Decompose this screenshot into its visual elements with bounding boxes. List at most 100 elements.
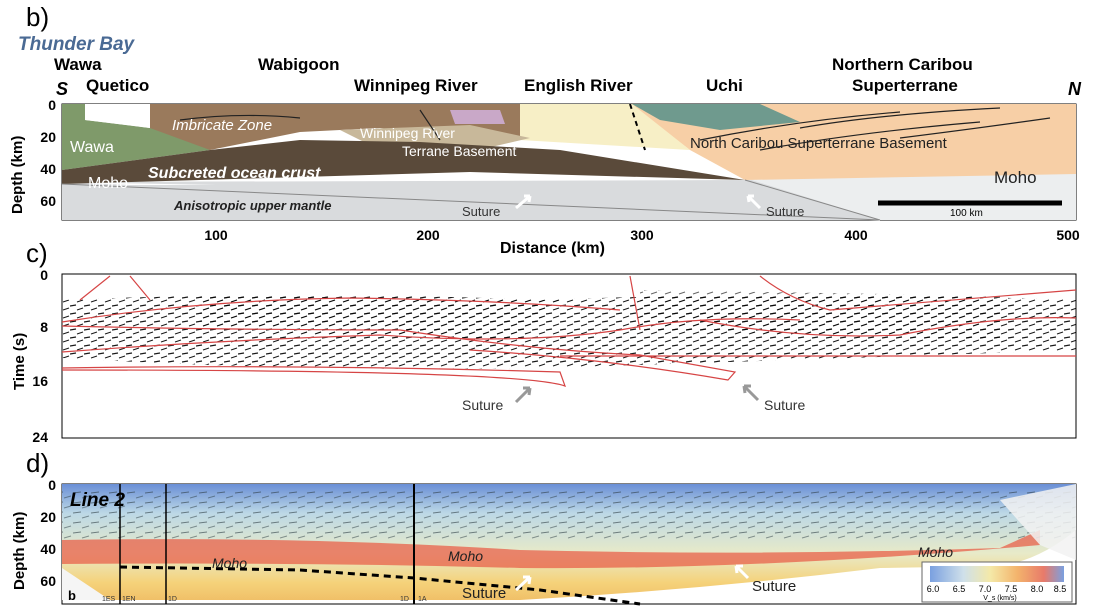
panel-d-moho-1: Moho: [212, 555, 247, 571]
colorbar-tick-7.0: 7.0: [979, 584, 992, 594]
terrane-quetico-label: Quetico: [86, 76, 149, 95]
panel-d-moho-2: Moho: [448, 548, 483, 564]
colorbar: 6.0 6.5 7.0 7.5 8.0 8.5 V_s (km/s): [921, 561, 1073, 603]
mantle-boundary-line: [61, 183, 881, 221]
panel-c-ytick-8: 8: [40, 319, 48, 335]
panel-b-xtick-500: 500: [1056, 227, 1080, 243]
north-marker: N: [1068, 79, 1082, 99]
velocity-left-shade: [62, 568, 110, 600]
panel-c-suture-1-arrow-icon: [514, 386, 532, 404]
suture-2-arrow-icon: [746, 194, 762, 210]
panel-c-ytick-24: 24: [32, 429, 48, 445]
mantle-label: Anisotropic upper mantle: [173, 198, 331, 213]
panel-c-y-axis: Time (s) 0 8 16 24: [11, 267, 48, 445]
ncs-basement-label: North Caribou Superterrane Basement: [690, 135, 948, 152]
terrane-english-river-label: English River: [524, 76, 633, 95]
panel-b-xtick-300: 300: [630, 227, 654, 243]
quetico-white-region: [85, 104, 150, 128]
panel-d-letter: d): [26, 448, 49, 478]
panel-d-ylabel: Depth (km): [11, 512, 28, 590]
interpreted-red-lines: [61, 275, 1077, 387]
winnipeg-pink-region: [450, 110, 505, 124]
reflectivity-patch-1: [200, 295, 560, 340]
panel-d-suture-1: Suture: [462, 585, 506, 602]
panel-b-letter: b): [26, 2, 49, 32]
dashed-boundary: [629, 103, 646, 151]
segment-label-1es: 1ES: [102, 596, 116, 603]
colorbar-tick-7.5: 7.5: [1005, 584, 1018, 594]
panel-d-suture-2-arrow-icon: [734, 564, 750, 580]
panel-c-ytick-0: 0: [40, 267, 48, 283]
scale-bar-label: 100 km: [950, 208, 983, 219]
mantle-boundary-line-right: [744, 179, 881, 221]
subcreted-crust-label: Subcreted ocean crust: [148, 165, 321, 182]
colorbar-tick-8.5: 8.5: [1054, 584, 1067, 594]
panel-b-xlabel: Distance (km): [500, 240, 605, 257]
panel-c-ytick-16: 16: [32, 373, 48, 389]
panel-b-xtick-400: 400: [844, 227, 868, 243]
terrane-northern-caribou-label: Northern Caribou: [832, 55, 973, 74]
panel-d-ytick-60: 60: [40, 573, 56, 589]
terrane-superterrane-label: Superterrane: [852, 76, 958, 95]
segment-label-1d-right: 1D: [400, 596, 409, 603]
moho-left-label: Moho: [88, 175, 128, 192]
wr-basement-line1: Winnipeg River: [360, 125, 455, 141]
panel-b-xtick-200: 200: [416, 227, 440, 243]
fault-strokes: [179, 107, 1051, 151]
mantle-right-fill: [745, 172, 1076, 220]
panel-d-suture-1-arrow-icon: [514, 575, 532, 592]
velocity-right-shade: [1000, 484, 1076, 560]
velocity-model: [61, 483, 1077, 606]
terrane-uchi-label: Uchi: [706, 76, 743, 95]
panel-c-ylabel: Time (s): [11, 333, 28, 390]
terrane-winnipeg-river-label: Winnipeg River: [354, 76, 478, 95]
wawa-region: [62, 104, 210, 170]
panel-c-suture-1-label: Suture: [462, 397, 503, 413]
line-2-label: Line 2: [70, 490, 125, 511]
cross-section-labels: Imbricate Zone Wawa Winnipeg River Terra…: [70, 117, 1037, 219]
south-marker: S: [56, 79, 68, 99]
panel-d-suture-2: Suture: [752, 578, 796, 595]
thunder-bay-label: Thunder Bay: [18, 34, 136, 55]
panel-b-x-axis: 100 200 300 400 500 Distance (km): [204, 227, 1080, 257]
panel-b-ytick-20: 20: [40, 129, 56, 145]
high-velocity-band: [62, 530, 1040, 569]
colorbar-ramp: [930, 566, 1064, 582]
cross-section: [61, 103, 1077, 221]
terrane-names: Wawa Quetico Wabigoon Winnipeg River Eng…: [54, 55, 973, 95]
panel-c-suture-2-label: Suture: [764, 397, 805, 413]
segment-label-1a: 1A: [418, 596, 427, 603]
terrane-wawa-label: Wawa: [54, 55, 102, 74]
panel-d-moho-3: Moho: [918, 544, 953, 560]
segment-label-1en: 1EN: [122, 596, 136, 603]
uchi-region: [632, 104, 800, 130]
colorbar-tick-8.0: 8.0: [1031, 584, 1044, 594]
suture-1-arrow-icon: [515, 194, 532, 210]
colorbar-unit: V_s (km/s): [983, 595, 1016, 602]
segment-label-1d-left: 1D: [168, 596, 177, 603]
panel-b-ytick-40: 40: [40, 161, 56, 177]
panel-b-xtick-100: 100: [204, 227, 228, 243]
terrane-wabigoon-label: Wabigoon: [258, 55, 340, 74]
imbricate-zone-label: Imbricate Zone: [172, 117, 272, 134]
panel-d-y-axis: Depth (km) 0 20 40 60: [11, 477, 56, 590]
panel-c-letter: c): [26, 238, 48, 268]
seismic-section: [61, 273, 1077, 439]
panel-b-y-axis: Depth (km) 0 20 40 60: [9, 97, 56, 214]
moho-right-label: Moho: [994, 168, 1037, 187]
english-river-region: [520, 104, 690, 150]
segment-labels: 1ES 1EN 1D 1D 1A: [102, 596, 427, 603]
suture-dashed-line: [119, 565, 641, 606]
panel-d-corner-b: b: [68, 588, 76, 603]
colorbar-tick-6.0: 6.0: [927, 584, 940, 594]
panel-b-ytick-0: 0: [48, 97, 56, 113]
panel-b-ylabel: Depth (km): [9, 136, 26, 214]
panel-d-ytick-20: 20: [40, 509, 56, 525]
panel-b-ytick-60: 60: [40, 193, 56, 209]
wr-basement-line2: Terrane Basement: [402, 143, 517, 159]
ocean-crust-region: [62, 140, 745, 184]
wawa-inner-label: Wawa: [70, 139, 114, 156]
panel-c-suture-2-arrow-icon: [742, 384, 760, 402]
suture-2-label: Suture: [766, 204, 804, 219]
